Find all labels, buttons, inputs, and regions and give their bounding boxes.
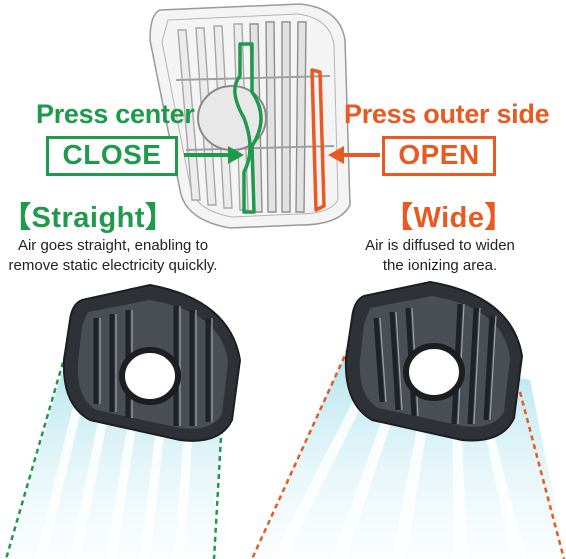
wide-description: Air is diffused to widen the ionizing ar… (330, 236, 550, 276)
close-label: CLOSE (46, 136, 178, 176)
outer-section-outline (310, 68, 326, 212)
wide-description-line2: the ionizing area. (382, 257, 498, 274)
straight-left-guide (4, 344, 70, 559)
wide-right-guide (518, 391, 566, 559)
wide-louver-unit (344, 280, 524, 442)
straight-description-line2: remove static electricity quickly. (8, 257, 218, 274)
straight-louver-unit (62, 283, 242, 442)
center-section-outline (233, 42, 263, 214)
wide-description-line1: Air is diffused to widen (365, 237, 515, 254)
open-label: OPEN (382, 136, 496, 176)
straight-mode-title: 【Straight】 (2, 202, 175, 234)
green-arrow-icon (184, 146, 244, 164)
orange-arrow-icon (328, 146, 380, 164)
straight-description: Air goes straight, enabling to remove st… (0, 236, 226, 276)
left-instruction: Press center (36, 99, 195, 129)
wide-left-guide (250, 339, 354, 559)
straight-description-line1: Air goes straight, enabling to (17, 237, 209, 254)
wide-mode-title: 【Wide】 (384, 202, 515, 234)
right-instruction: Press outer side (344, 99, 550, 129)
